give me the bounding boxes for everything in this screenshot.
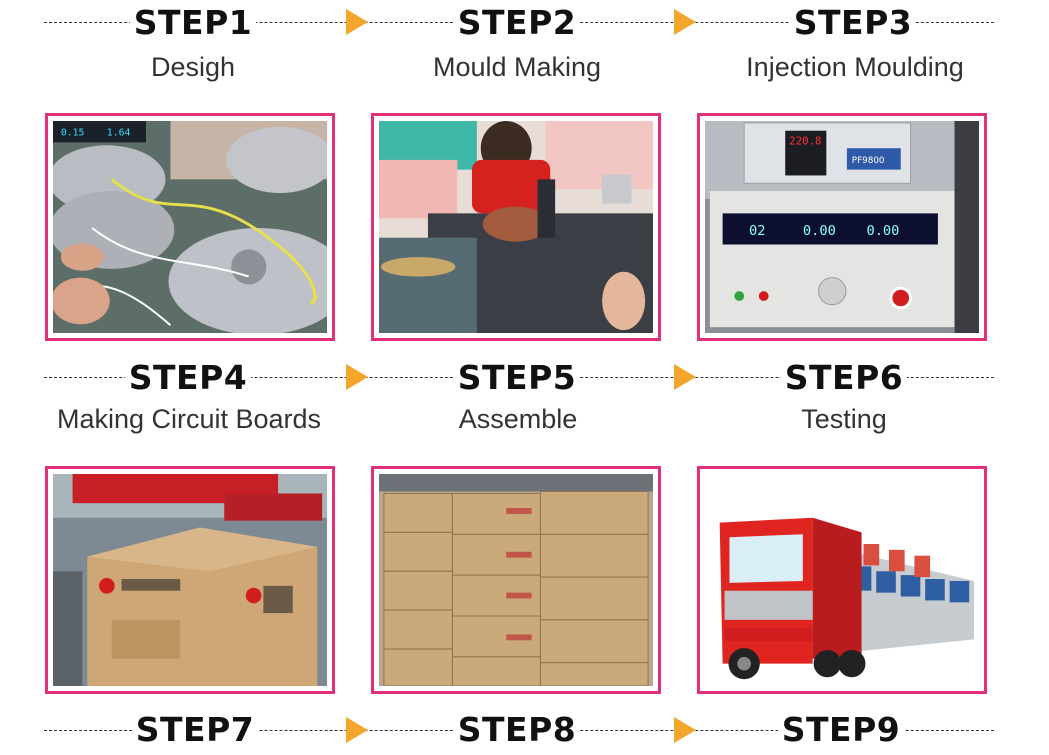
tester-value-3: 0.00 xyxy=(866,223,899,239)
step5-caption: Assemble xyxy=(458,404,578,434)
arrow-right-icon xyxy=(674,9,696,35)
step3-caption: Injection Moulding xyxy=(746,52,964,82)
arrow-right-icon xyxy=(346,9,368,35)
arrow-right-icon xyxy=(346,717,368,743)
carton-box-photo xyxy=(45,466,335,694)
tester-value-1: 02 xyxy=(749,223,765,239)
arrow-right-icon xyxy=(346,364,368,390)
tester-value-2: 0.00 xyxy=(803,223,836,239)
arrow-right-icon xyxy=(674,717,696,743)
arrow-right-icon xyxy=(674,364,696,390)
stacked-cartons-warehouse-photo xyxy=(371,466,661,694)
step4-caption: Making Circuit Boards xyxy=(56,404,322,434)
step3-label: STEP3 xyxy=(703,3,1003,42)
power-display-value: 220.8 xyxy=(789,134,821,147)
step6-label: STEP6 xyxy=(694,358,994,397)
step2-label: STEP2 xyxy=(367,3,667,42)
meter-right-value: 1.64 xyxy=(107,128,131,139)
factory-worker-inner-pot-photo xyxy=(371,113,661,341)
step1-caption: Desigh xyxy=(150,52,236,82)
step6-caption: Testing xyxy=(801,404,887,434)
rice-cooker-wiring-photo: 0.15 1.64 xyxy=(45,113,335,341)
step4-label: STEP4 xyxy=(38,358,338,397)
brand-label: PF9800 xyxy=(852,156,885,166)
step9-label: STEP9 xyxy=(691,710,991,749)
electrical-test-instrument-photo: 220.8 PF9800 02 0.00 0.00 xyxy=(697,113,987,341)
step2-caption: Mould Making xyxy=(432,52,602,82)
step1-label: STEP1 xyxy=(43,3,343,42)
red-truck-and-ship-photo xyxy=(697,466,987,694)
step8-label: STEP8 xyxy=(367,710,667,749)
step7-label: STEP7 xyxy=(45,710,345,749)
step5-label: STEP5 xyxy=(367,358,667,397)
meter-left-value: 0.15 xyxy=(61,128,85,139)
